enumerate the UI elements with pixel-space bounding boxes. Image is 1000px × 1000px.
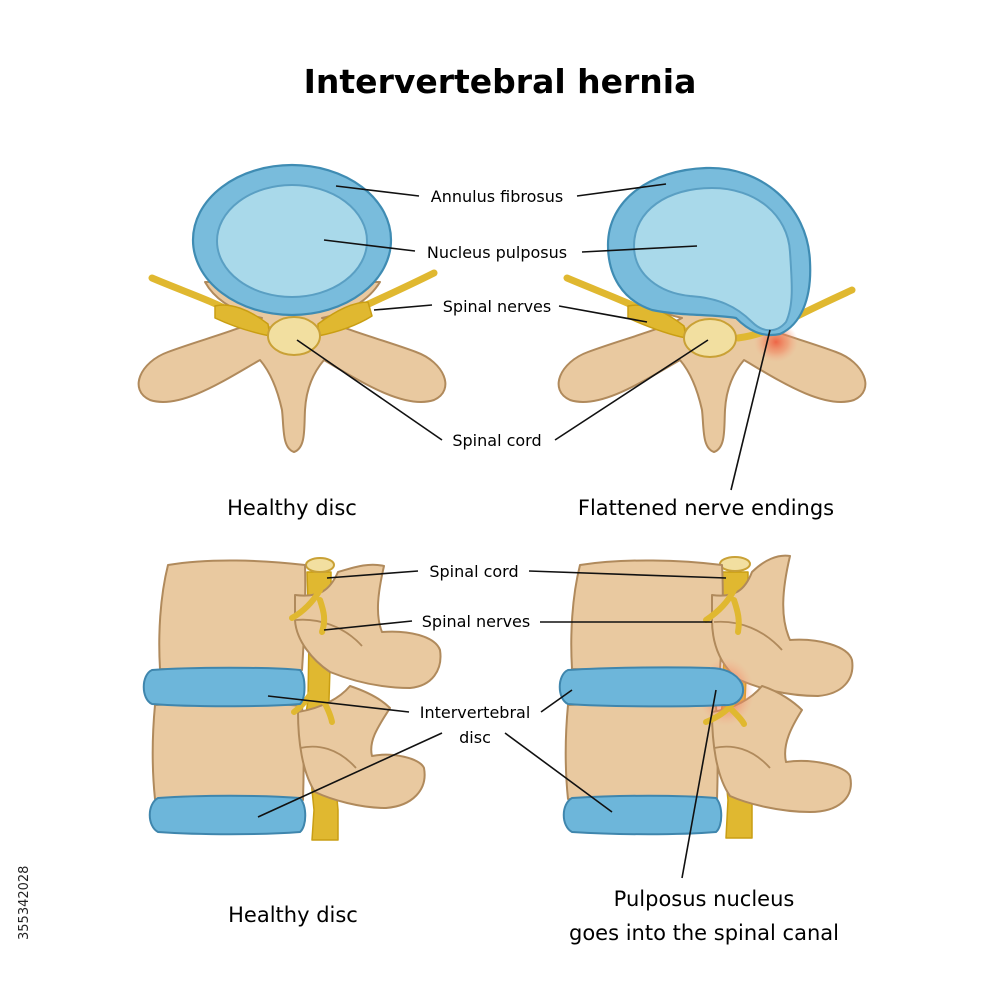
bottom-leader-lines — [257, 570, 727, 879]
nerve-branch-upper-right — [703, 587, 742, 635]
top-leader-lines — [296, 183, 771, 491]
caption-healthy-disc-bottom: Healthy disc — [228, 903, 358, 927]
label-spinal-nerves-top: Spinal nerves — [443, 297, 551, 316]
label-intervertebral: Intervertebral — [420, 703, 531, 722]
intervertebral-disc-lower-left — [148, 794, 307, 836]
bone-fold-lower-right — [713, 745, 771, 769]
vertebral-body-lower-left — [151, 701, 305, 803]
bottom-left-spine — [142, 557, 442, 841]
spinal-cord-top-left — [305, 557, 335, 573]
caption-flattened-nerve-endings: Flattened nerve endings — [578, 496, 834, 520]
vertebral-arch — [137, 281, 447, 453]
label-nucleus-pulposus: Nucleus pulposus — [427, 243, 567, 262]
vertebral-body-lower-right — [564, 701, 719, 803]
label-disc: disc — [459, 728, 491, 747]
vertebral-process-upper-left — [294, 563, 442, 689]
label-spinal-nerves-bottom: Spinal nerves — [422, 612, 530, 631]
vertebral-process-lower-right — [711, 685, 852, 813]
bone-fold-lower-left — [299, 745, 357, 769]
caption-goes-into-spinal-canal: goes into the spinal canal — [569, 921, 839, 945]
top-left-vertebra — [137, 163, 447, 453]
nerve-branch-upper-left — [289, 587, 328, 635]
diagram-title: Intervertebral hernia — [304, 62, 697, 101]
label-spinal-cord-bottom: Spinal cord — [429, 562, 518, 581]
bone-fold-upper-left — [295, 618, 363, 647]
label-annulus-fibrosus: Annulus fibrosus — [431, 187, 563, 206]
vertebral-arch-herniated — [557, 281, 867, 453]
vertebral-body-upper-left — [158, 559, 307, 673]
top-right-vertebra — [557, 166, 867, 453]
label-spinal-cord-top: Spinal cord — [452, 431, 541, 450]
bone-fold-upper-right — [713, 620, 783, 651]
intervertebral-disc-herniated — [558, 666, 744, 708]
intervertebral-disc-upper-left — [142, 666, 306, 708]
bottom-right-spine — [558, 554, 854, 839]
intervertebral-disc-lower-right — [562, 794, 723, 836]
caption-pulposus-nucleus: Pulposus nucleus — [614, 887, 795, 911]
stock-image-id: 355342028 — [17, 866, 32, 940]
caption-healthy-disc-top: Healthy disc — [227, 496, 357, 520]
nucleus-pulposus — [216, 184, 368, 298]
spinal-cord-top-right — [719, 556, 751, 572]
spinal-cord — [267, 316, 321, 356]
nerve-branch-lower-left — [291, 677, 335, 725]
nerve-branch-lower-right — [703, 701, 747, 727]
nucleus-pulposus-herniated — [632, 186, 793, 332]
